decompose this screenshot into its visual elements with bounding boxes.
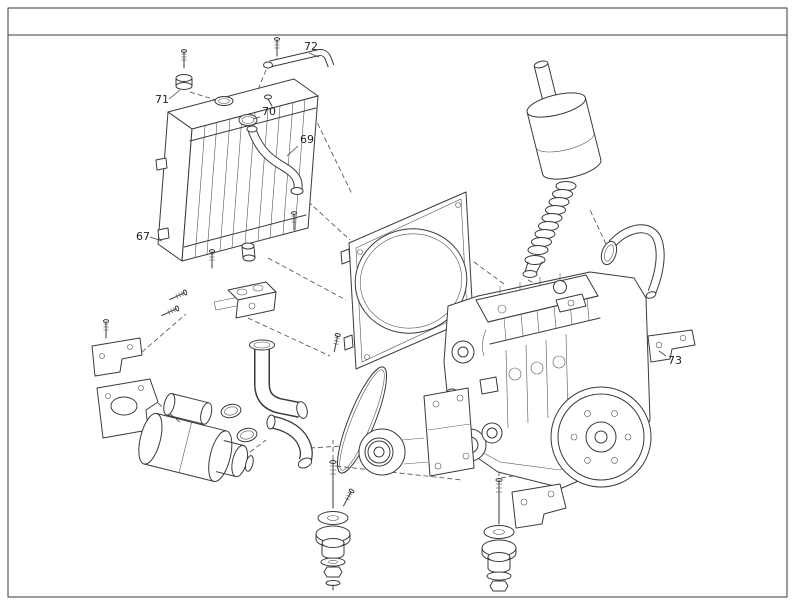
exhaust-bellows (522, 181, 577, 278)
intake-elbow-upper (249, 339, 308, 419)
drain-bolt (208, 249, 216, 269)
upper-hose (246, 125, 304, 195)
part-callout-label: 67 (136, 230, 150, 243)
shroud-ear (343, 334, 354, 351)
part-callout-label: 72 (304, 40, 318, 53)
callouts-layer: 72 71 70 69 67 73 (136, 40, 682, 367)
part-callout-label: 70 (262, 105, 276, 118)
callout-leader-line (149, 236, 163, 242)
tail-pipe (600, 224, 665, 299)
radiator-cap (175, 49, 193, 90)
flywheel (550, 386, 652, 488)
callout-leader-line (252, 116, 261, 120)
engine-mount-bracket-right (511, 483, 567, 529)
starter-motor (138, 393, 254, 483)
cap-bolt (180, 49, 188, 69)
engine-mount-stack-right (481, 478, 517, 592)
dipstick (482, 329, 487, 357)
flange-bolt (160, 304, 180, 319)
solenoid (200, 402, 213, 425)
callout-leader-line (286, 145, 299, 157)
radiator-mount-tab (155, 157, 168, 171)
hose-ring (238, 114, 258, 126)
hose-clamps (220, 403, 258, 443)
engine-mount-stack-left (315, 460, 355, 591)
exhaust-flange (555, 293, 587, 313)
radiator-mount-tab (157, 227, 170, 241)
flange-bolt (168, 288, 188, 303)
muffler (526, 60, 602, 180)
ac-compressor (358, 428, 429, 476)
overflow-pipe (263, 37, 335, 69)
radiator-outlet (241, 242, 256, 262)
shroud-bolt (331, 332, 342, 353)
compressor-mount-bracket (423, 387, 475, 477)
callout-leader-line (168, 89, 181, 100)
part-callout-label: 69 (300, 133, 314, 146)
pipe-clamp (600, 240, 618, 266)
mount-bolt (340, 487, 355, 508)
support-bracket (647, 329, 696, 363)
engine-mount-plate-left (96, 378, 159, 439)
water-flange-cluster (160, 281, 277, 319)
overflow-fitting (264, 94, 272, 100)
bracket-left-upper (91, 319, 143, 377)
radiator (155, 78, 319, 269)
callout-leader-line (658, 350, 667, 357)
drive-belt (336, 366, 388, 474)
oil-filler-cap (553, 280, 567, 294)
oil-filter (481, 422, 503, 444)
part-callout-label: 71 (155, 93, 169, 106)
engine-assembly (443, 271, 652, 489)
fan-shroud (331, 191, 474, 370)
shroud-ear (340, 248, 351, 265)
filler-neck (214, 96, 234, 106)
page-border (7, 7, 788, 598)
pipe-bolt (273, 37, 281, 57)
part-callout-label: 73 (668, 354, 682, 367)
intake-elbow-lower (266, 414, 313, 469)
bracket-bolt (102, 319, 110, 339)
callout-leader-line (308, 52, 320, 58)
fan-hub (451, 340, 475, 364)
compressor-pulley (364, 437, 394, 467)
fuel-pump (479, 376, 499, 395)
